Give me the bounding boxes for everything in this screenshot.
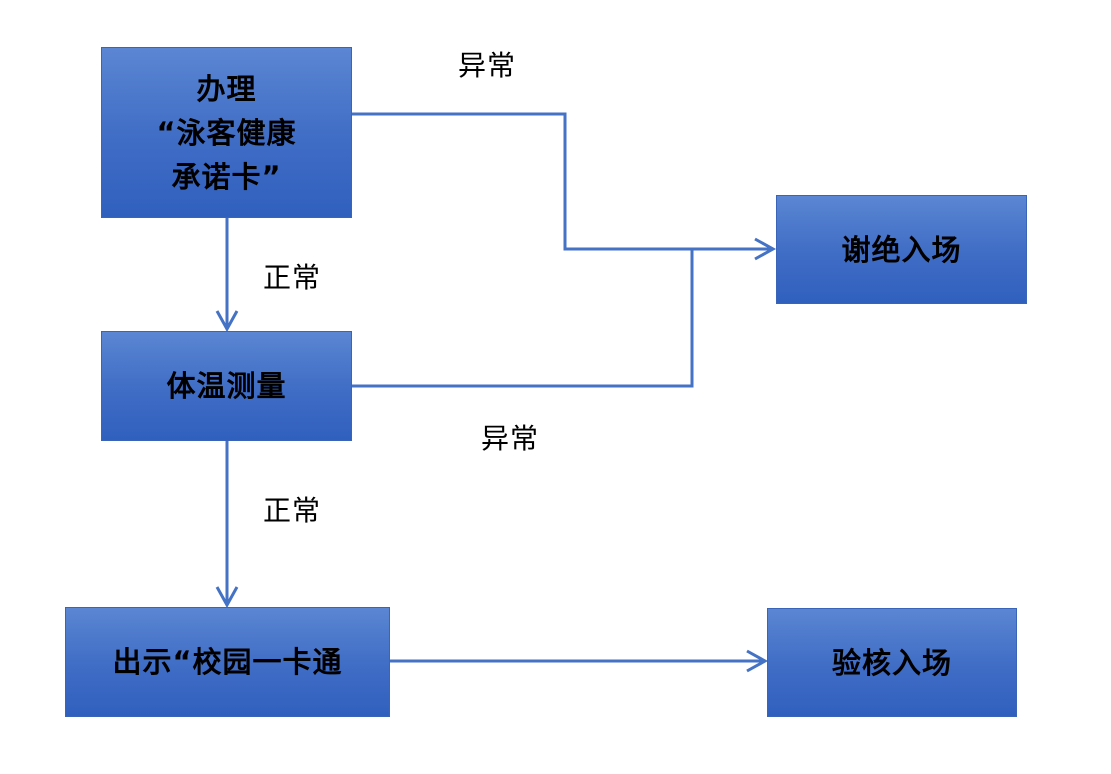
- node-refuse-entry-label: 谢绝入场: [841, 232, 962, 267]
- node-apply-card-line-2: “泳客健康: [156, 115, 297, 150]
- edge-apply-to-refuse: [352, 112, 773, 251]
- node-refuse-entry: 谢绝入场: [776, 195, 1027, 304]
- edge-label-temp-normal: 正常: [263, 494, 322, 527]
- node-apply-card-line-3: 承诺卡”: [171, 159, 282, 194]
- arrowhead-showcard: [215, 586, 239, 609]
- arrowhead-refuse: [754, 237, 777, 261]
- node-show-card-label: 出示“校园一卡通: [112, 645, 343, 679]
- arrowhead-verify: [746, 649, 769, 673]
- edge-label-apply-abnormal: 异常: [458, 49, 517, 82]
- edge-temp-to-refuse: [352, 249, 694, 388]
- arrowhead-temp: [215, 310, 239, 333]
- edge-label-apply-normal: 正常: [263, 261, 322, 294]
- edge-label-temp-abnormal: 异常: [481, 422, 540, 455]
- node-temperature-label: 体温测量: [166, 369, 287, 403]
- node-verify-entry-label: 验核入场: [831, 645, 952, 680]
- node-apply-card: 办理 “泳客健康 承诺卡”: [101, 47, 352, 218]
- node-apply-card-line-1: 办理: [196, 71, 257, 106]
- node-show-card: 出示“校园一卡通: [65, 607, 390, 717]
- node-temperature: 体温测量: [101, 331, 352, 441]
- node-verify-entry: 验核入场: [767, 608, 1017, 717]
